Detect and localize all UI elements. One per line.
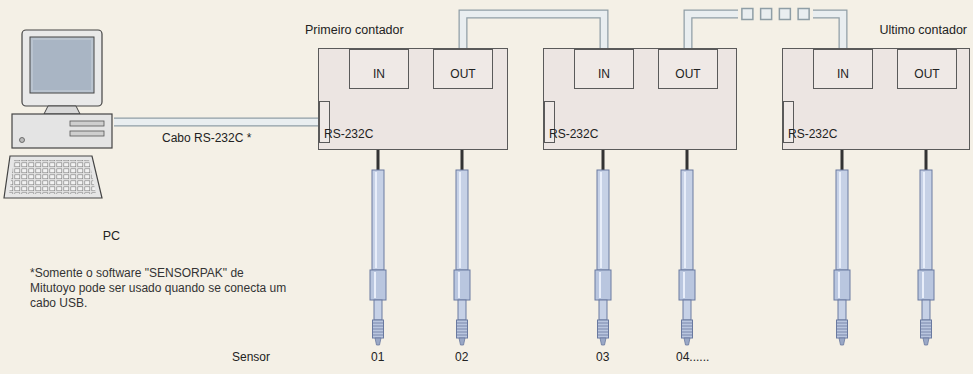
cable-connector: [463, 14, 604, 49]
port-label: OUT: [675, 67, 700, 81]
cable-outline: [688, 14, 738, 49]
counter-title: Primeiro contador: [305, 23, 404, 38]
sensor-number: 03: [596, 350, 609, 364]
device-label: PC: [103, 229, 120, 244]
cable-outline: [114, 118, 319, 127]
cable-core: [688, 14, 738, 49]
connector-port: IN: [813, 49, 873, 89]
sensor-probe: [370, 150, 386, 345]
sensor-number: 01: [371, 350, 384, 364]
computer: PC: [4, 28, 114, 244]
port-label: OUT: [450, 67, 475, 81]
port-label: RS-232C: [549, 127, 598, 141]
port-label: OUT: [914, 67, 939, 81]
port-label: IN: [837, 67, 849, 81]
footnote: *Somente o software "SENSORPAK" de Mitut…: [30, 266, 292, 311]
cable-continuation: [779, 9, 790, 20]
cable-outline: [813, 14, 843, 49]
port-label: RS-232C: [324, 127, 373, 141]
sensor-probe: [595, 150, 611, 345]
port-label: IN: [373, 67, 385, 81]
sensor-probe: [454, 150, 470, 345]
cable-continuation: [761, 9, 772, 20]
counter-unit: IN OUT RS-232C: [543, 48, 737, 150]
connector-port: OUT: [897, 49, 957, 89]
cable-label: Cabo RS-232C *: [160, 131, 253, 145]
connector-port: OUT: [433, 49, 493, 89]
cable-connector: [114, 122, 319, 123]
connector-port: IN: [574, 49, 634, 89]
sensor-probes: [370, 150, 934, 345]
counter-title: Ultimo contador: [879, 23, 967, 38]
cable-core: [813, 14, 843, 49]
cable-continuation: [798, 9, 809, 20]
counter-unit: Ultimo contadorINOUTRS-232C: [782, 48, 970, 150]
sensor-number: 04......: [676, 350, 709, 364]
pc-illustration: [4, 30, 112, 198]
sensor-probe: [918, 150, 934, 345]
serial-port: RS-232C: [319, 101, 391, 143]
sensor-probe: [679, 150, 695, 345]
connector-port: OUT: [658, 49, 718, 89]
port-label: RS-232C: [788, 127, 837, 141]
counter-unit: Primeiro contadorINOUTRS-232C: [318, 48, 508, 150]
axis-label: Sensor: [232, 350, 270, 364]
port-label: IN: [598, 67, 610, 81]
cable-continuation: [742, 9, 753, 20]
sensor-number: 02: [455, 350, 468, 364]
cable-core: [463, 14, 604, 49]
cable-core: [114, 119, 319, 126]
sensor-probe: [834, 150, 850, 345]
cable-outline: [463, 14, 604, 49]
serial-port: RS-232C: [783, 101, 855, 143]
cable-connector: [688, 9, 843, 50]
connector-port: IN: [349, 49, 409, 89]
serial-port: RS-232C: [544, 101, 616, 143]
